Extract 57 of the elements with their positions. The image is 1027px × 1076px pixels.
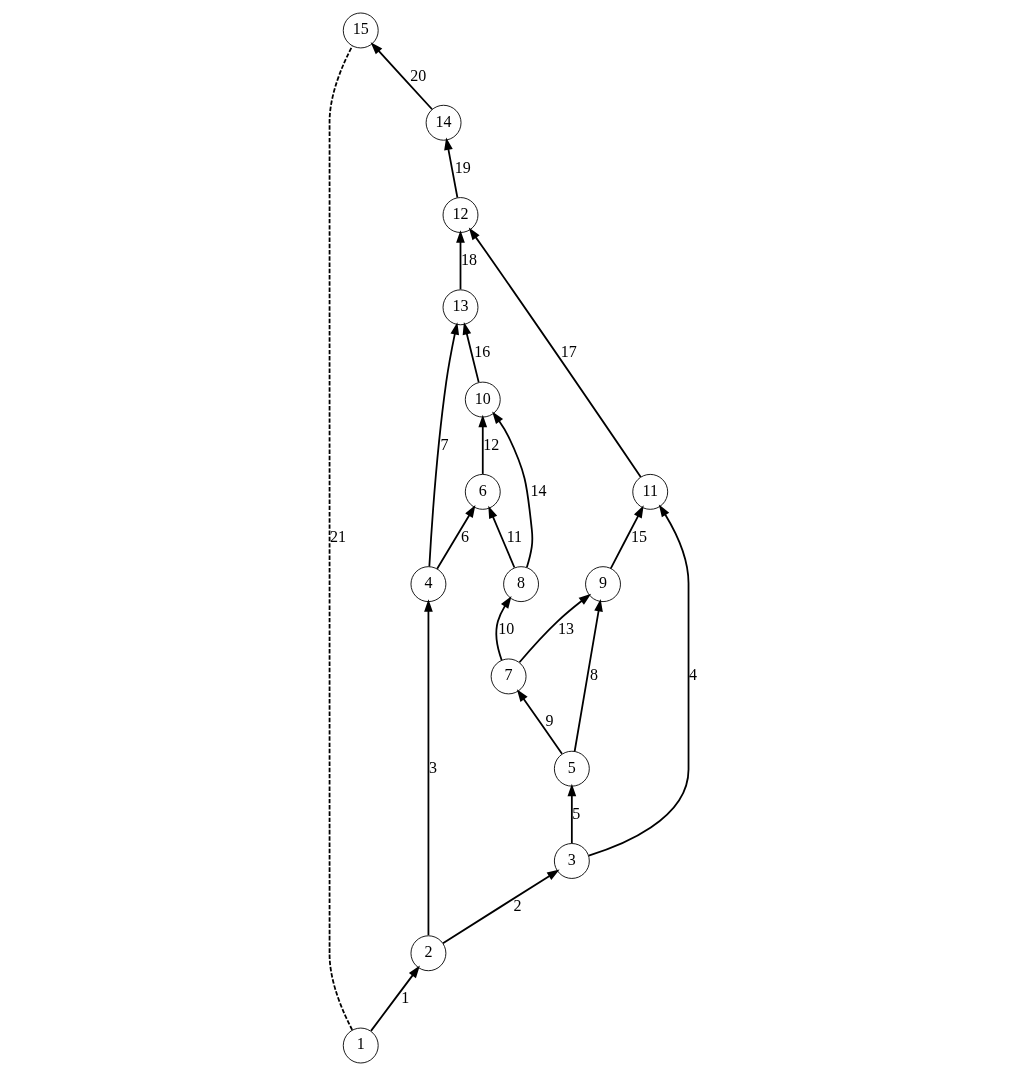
node-circle: 15 (342, 12, 379, 49)
arrow (573, 599, 603, 753)
node-circle: 12 (442, 197, 479, 233)
node-circle: 3 (553, 843, 590, 879)
edge-label: 11 (506, 527, 523, 545)
edge-label: 18 (460, 251, 477, 269)
arrow (428, 322, 460, 568)
edge-label: 13 (558, 620, 575, 638)
arrow (567, 783, 577, 844)
edge-label: 16 (474, 343, 491, 361)
edge-label: 7 (440, 435, 449, 453)
edge-label: 17 (560, 343, 577, 361)
node-circle: 6 (464, 473, 501, 510)
node-circle: 8 (503, 566, 539, 603)
arrow (492, 411, 534, 569)
edge-label: 21 (330, 527, 347, 545)
node-circle: 10 (464, 381, 501, 418)
arrow (436, 504, 476, 570)
node-circle: 1 (342, 1027, 379, 1064)
arrow (609, 505, 644, 570)
edge-label: 6 (460, 527, 469, 545)
node-circle: 11 (632, 473, 669, 510)
edge-label: 5 (572, 804, 581, 822)
arrow (370, 42, 433, 111)
arrow (518, 593, 592, 664)
arrow (478, 414, 488, 475)
edge-label: 9 (545, 712, 554, 730)
arrow (456, 230, 465, 291)
edge-label: 3 (428, 758, 437, 776)
edge-label: 2 (513, 897, 522, 915)
node-circle: 4 (410, 566, 447, 603)
edge-label: 10 (498, 620, 515, 638)
arrow (462, 322, 480, 383)
arrow (442, 869, 560, 945)
edge-label: 20 (410, 66, 427, 84)
edge-label: 19 (454, 158, 471, 176)
node-circle: 7 (490, 658, 527, 695)
node-circle: 9 (585, 566, 621, 603)
edge-label: 12 (483, 435, 500, 453)
arrow (587, 504, 690, 857)
edge-label: 14 (530, 481, 547, 499)
arrow (516, 689, 563, 755)
arrow (424, 599, 433, 937)
node-circle: 13 (442, 289, 479, 326)
edge-label: 15 (631, 527, 648, 545)
arrow (468, 227, 642, 478)
connector (328, 45, 354, 1031)
node-circle: 2 (410, 935, 447, 972)
arrow (370, 965, 420, 1032)
node-circle: 14 (425, 104, 462, 141)
node-circle: 5 (553, 750, 590, 787)
arrow (444, 137, 459, 199)
edge-label: 1 (401, 989, 410, 1007)
arrow (495, 596, 512, 662)
arrow (488, 505, 516, 569)
edge-label: 8 (590, 666, 599, 684)
edge-label: 4 (688, 666, 697, 684)
